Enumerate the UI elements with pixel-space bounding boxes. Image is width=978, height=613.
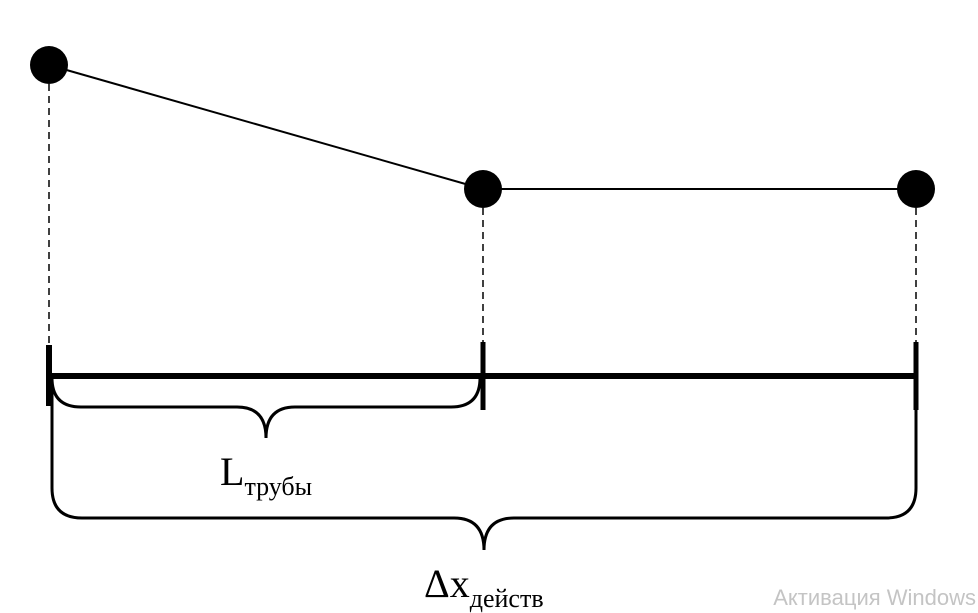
node-left	[30, 46, 68, 84]
delta-x-symbol: Δx	[424, 561, 470, 606]
brace-delta-x	[50, 384, 918, 551]
delta-x-subscript: действ	[469, 584, 544, 613]
pipe-length-subscript: трубы	[244, 472, 313, 501]
brace-pipe-length	[50, 377, 482, 439]
pipe-length-label: Lтрубы	[220, 449, 312, 500]
windows-activation-watermark: Активация Windows	[773, 585, 976, 610]
node-middle	[464, 170, 502, 208]
delta-x-label: Δxдейств	[424, 561, 544, 612]
segment-left-sloped	[48, 64, 484, 190]
pipe-length-symbol: L	[220, 449, 245, 494]
node-right	[897, 170, 935, 208]
